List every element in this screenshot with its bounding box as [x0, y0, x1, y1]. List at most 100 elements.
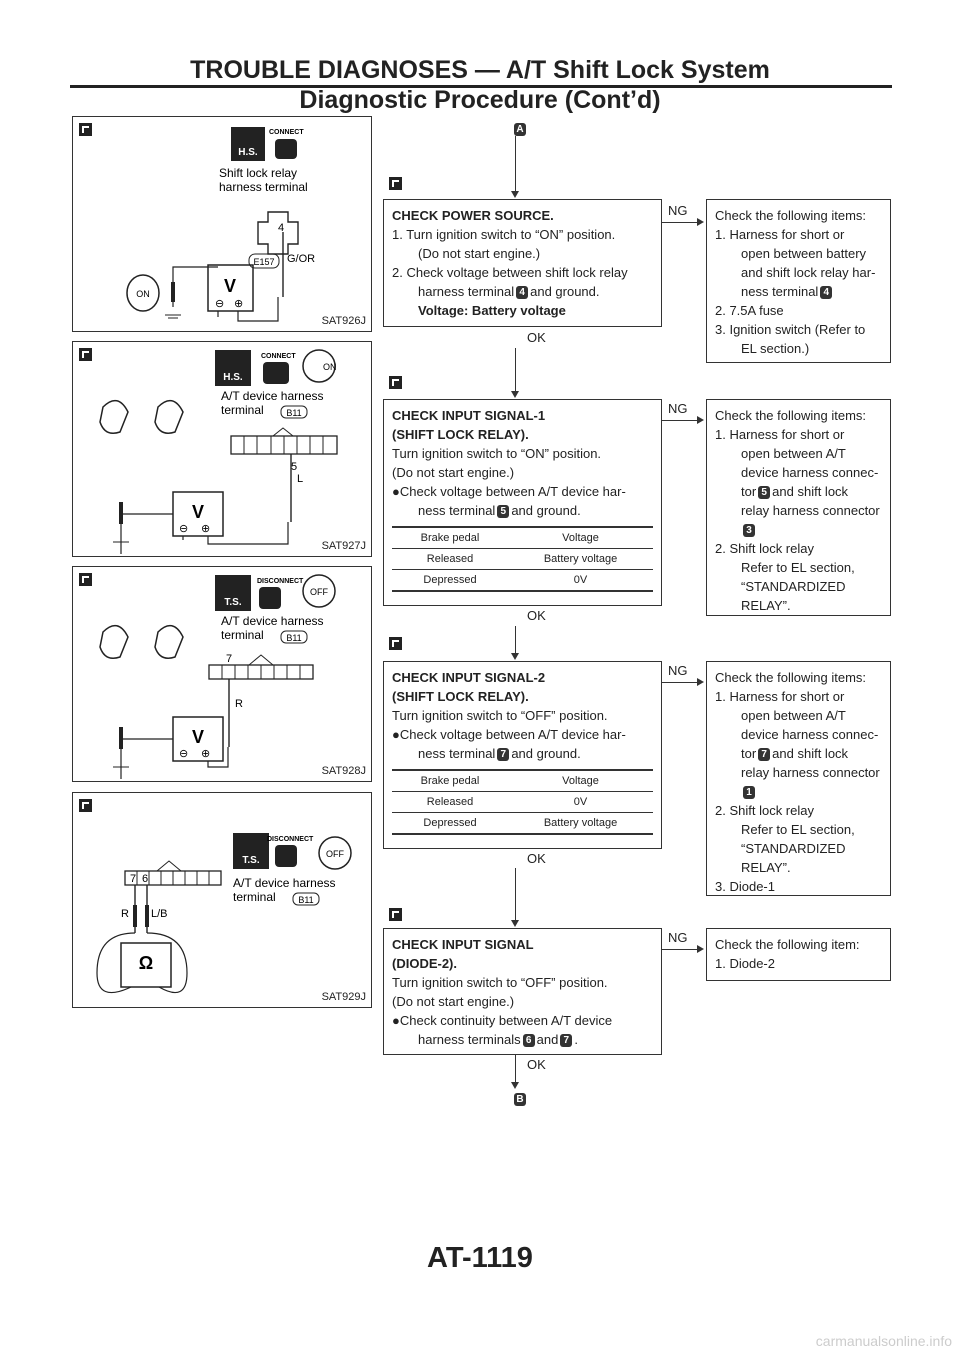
ng-line [662, 949, 698, 950]
svg-text:R: R [235, 698, 243, 710]
figure-code: SAT929J [321, 991, 366, 1003]
svg-text:CONNECT: CONNECT [261, 353, 296, 360]
section-subtitle: Diagnostic Procedure (Cont’d) [299, 86, 661, 114]
svg-text:terminal: terminal [221, 403, 264, 417]
step-d-marker [389, 376, 402, 389]
svg-text:⊕: ⊕ [234, 298, 243, 310]
ng-label: NG [668, 203, 688, 218]
ng-box-2: Check the following items: 1. Harness fo… [706, 399, 891, 616]
svg-text:V: V [192, 502, 204, 522]
svg-text:⊖: ⊖ [179, 748, 188, 760]
svg-text:OFF: OFF [310, 587, 328, 597]
figure-code: SAT927J [321, 540, 366, 552]
svg-text:4: 4 [278, 222, 284, 234]
svg-text:A/T device harness: A/T device harness [233, 876, 336, 890]
ok-label: OK [527, 851, 546, 866]
svg-text:⊕: ⊕ [201, 748, 210, 760]
step-e-marker [389, 637, 402, 650]
svg-text:ON: ON [136, 289, 150, 299]
svg-text:T.S.: T.S. [224, 597, 241, 608]
arrow-right [697, 678, 704, 686]
header-rule [70, 85, 892, 88]
arrow-down [511, 1082, 519, 1089]
step-c-marker [389, 177, 402, 190]
svg-text:A/T device harness: A/T device harness [221, 389, 324, 403]
arrow-down [511, 653, 519, 660]
ng-line [662, 420, 698, 421]
ok-label: OK [527, 608, 546, 623]
watermark: carmanualsonline.info [815, 1333, 952, 1349]
step-check-power-source: CHECK POWER SOURCE. 1. Turn ignition swi… [383, 199, 662, 327]
svg-text:CONNECT: CONNECT [269, 129, 304, 136]
svg-text:E157: E157 [253, 257, 274, 267]
figure-at-device-terminal-5: H.S. CONNECT ON A/T device harness termi… [72, 341, 372, 557]
svg-text:V: V [224, 276, 236, 296]
start-connector-a: A [512, 121, 528, 137]
step-d-tag [79, 348, 92, 361]
flow-line [515, 1055, 516, 1085]
section-title: TROUBLE DIAGNOSES — A/T Shift Lock Syste… [190, 56, 770, 84]
arrow-right [697, 416, 704, 424]
flow-line [515, 136, 516, 194]
svg-text:terminal: terminal [233, 890, 276, 904]
svg-text:7: 7 [226, 653, 232, 665]
svg-text:T.S.: T.S. [242, 855, 259, 866]
svg-text:Shift lock relay: Shift lock relay [219, 166, 297, 180]
svg-text:terminal: terminal [221, 628, 264, 642]
figure-shift-lock-relay: H.S. CONNECT Shift lock relay harness te… [72, 116, 372, 332]
arrow-down [511, 191, 519, 198]
svg-text:DISCONNECT: DISCONNECT [267, 836, 314, 843]
ng-box-3: Check the following items: 1. Harness fo… [706, 661, 891, 896]
ng-label: NG [668, 401, 688, 416]
svg-text:H.S.: H.S. [238, 147, 258, 158]
svg-text:R: R [121, 908, 129, 920]
arrow-down [511, 920, 519, 927]
flow-line [515, 626, 516, 656]
ng-label: NG [668, 930, 688, 945]
ng-line [662, 682, 698, 683]
ok-label: OK [527, 330, 546, 345]
ng-label: NG [668, 663, 688, 678]
step-check-input-signal-diode-2: CHECK INPUT SIGNAL (DIODE-2). Turn ignit… [383, 928, 662, 1055]
svg-text:B11: B11 [298, 895, 313, 905]
svg-text:L: L [297, 473, 303, 485]
svg-text:OFF: OFF [326, 849, 344, 859]
figure-4-drawing: T.S. DISCONNECT OFF A/T device harness t… [96, 833, 352, 994]
step-e-tag [79, 573, 92, 586]
svg-text:harness terminal: harness terminal [219, 180, 308, 194]
svg-text:G/OR: G/OR [287, 253, 315, 265]
svg-text:H.S.: H.S. [223, 372, 243, 383]
figure-code: SAT926J [321, 315, 366, 327]
figure-1-drawing: H.S. CONNECT Shift lock relay harness te… [126, 127, 315, 322]
svg-text:DISCONNECT: DISCONNECT [257, 578, 304, 585]
figure-at-device-terminal-7: T.S. DISCONNECT OFF A/T device harness t… [72, 566, 372, 782]
flow-line [515, 868, 516, 923]
figure-3-drawing: T.S. DISCONNECT OFF A/T device harness t… [99, 574, 336, 779]
ng-line [662, 222, 698, 223]
end-connector-b: B [512, 1091, 528, 1107]
ng-box-1: Check the following items: 1. Harness fo… [706, 199, 891, 363]
svg-text:⊕: ⊕ [201, 523, 210, 535]
figure-at-device-continuity: T.S. DISCONNECT OFF A/T device harness t… [72, 792, 372, 1008]
figure-code: SAT928J [321, 765, 366, 777]
step-f-marker [389, 908, 402, 921]
figure-2-drawing: H.S. CONNECT ON A/T device harness termi… [99, 349, 338, 554]
arrow-right [697, 945, 704, 953]
svg-text:ON: ON [323, 362, 337, 372]
step-c-tag [79, 123, 92, 136]
step-f-tag [79, 799, 92, 812]
svg-text:6: 6 [142, 873, 148, 885]
svg-text:B11: B11 [286, 408, 301, 418]
step-check-input-signal-1: CHECK INPUT SIGNAL-1 (SHIFT LOCK RELAY).… [383, 399, 662, 606]
svg-text:Ω: Ω [139, 953, 153, 973]
svg-text:L/B: L/B [151, 908, 168, 920]
svg-text:V: V [192, 727, 204, 747]
page-number: AT-1119 [427, 1242, 533, 1274]
arrow-down [511, 391, 519, 398]
flow-line [515, 348, 516, 394]
step-check-input-signal-2: CHECK INPUT SIGNAL-2 (SHIFT LOCK RELAY).… [383, 661, 662, 849]
ng-box-4: Check the following item: 1. Diode-2 [706, 928, 891, 981]
svg-text:A/T device harness: A/T device harness [221, 614, 324, 628]
